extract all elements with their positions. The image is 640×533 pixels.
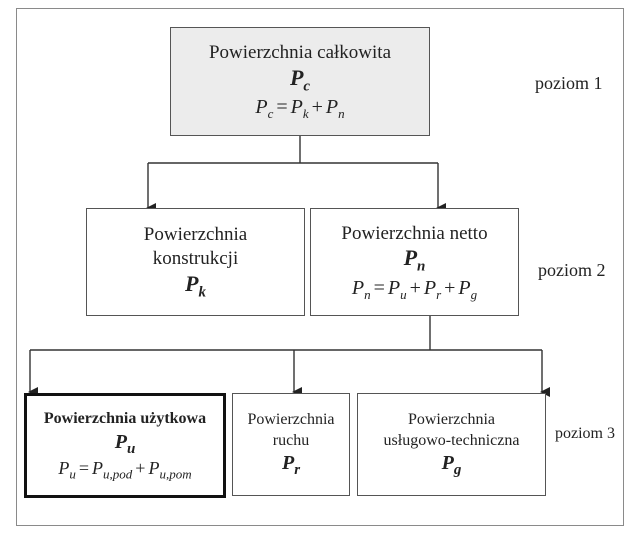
box-traffic-area: Powierzchnia ruchu Pr — [232, 393, 350, 496]
traffic-title-line2: ruchu — [272, 431, 310, 449]
total-area-equation: Pc=Pk+Pn — [255, 96, 345, 122]
service-symbol: Pg — [441, 452, 462, 479]
diagram-frame — [16, 8, 624, 526]
box-usable-area: Powierzchnia użytkowa Pu Pu=Pu,pod+Pu,po… — [24, 393, 226, 498]
total-area-symbol: Pc — [289, 64, 311, 95]
usable-area-title: Powierzchnia użytkowa — [43, 410, 207, 427]
service-title-line2: usługowo-techniczna — [383, 431, 520, 449]
net-area-symbol: Pn — [403, 245, 426, 275]
construction-title-line1: Powierzchnia — [143, 224, 248, 246]
level-1-label: poziom 1 — [535, 73, 603, 93]
service-title-line1: Powierzchnia — [407, 410, 496, 428]
traffic-symbol: Pr — [281, 452, 301, 479]
level-2-label: poziom 2 — [538, 260, 606, 280]
box-net-area: Powierzchnia netto Pn Pn=Pu+Pr+Pg — [310, 208, 519, 316]
usable-area-symbol: Pu — [114, 430, 136, 457]
construction-symbol: Pk — [185, 270, 206, 300]
usable-area-equation: Pu=Pu,pod+Pu,pom — [58, 457, 192, 482]
box-service-area: Powierzchnia usługowo-techniczna Pg — [357, 393, 546, 496]
net-area-title: Powierzchnia netto — [341, 222, 488, 244]
net-area-equation: Pn=Pu+Pr+Pg — [351, 276, 478, 302]
traffic-title-line1: Powierzchnia — [247, 410, 335, 428]
box-construction-area: Powierzchnia konstrukcji Pk — [86, 208, 305, 316]
box-total-area: Powierzchnia całkowita Pc Pc=Pk+Pn — [170, 27, 430, 136]
total-area-title: Powierzchnia całkowita — [208, 42, 391, 64]
construction-title-line2: konstrukcji — [152, 247, 239, 269]
level-3-label: poziom 3 — [555, 425, 615, 442]
